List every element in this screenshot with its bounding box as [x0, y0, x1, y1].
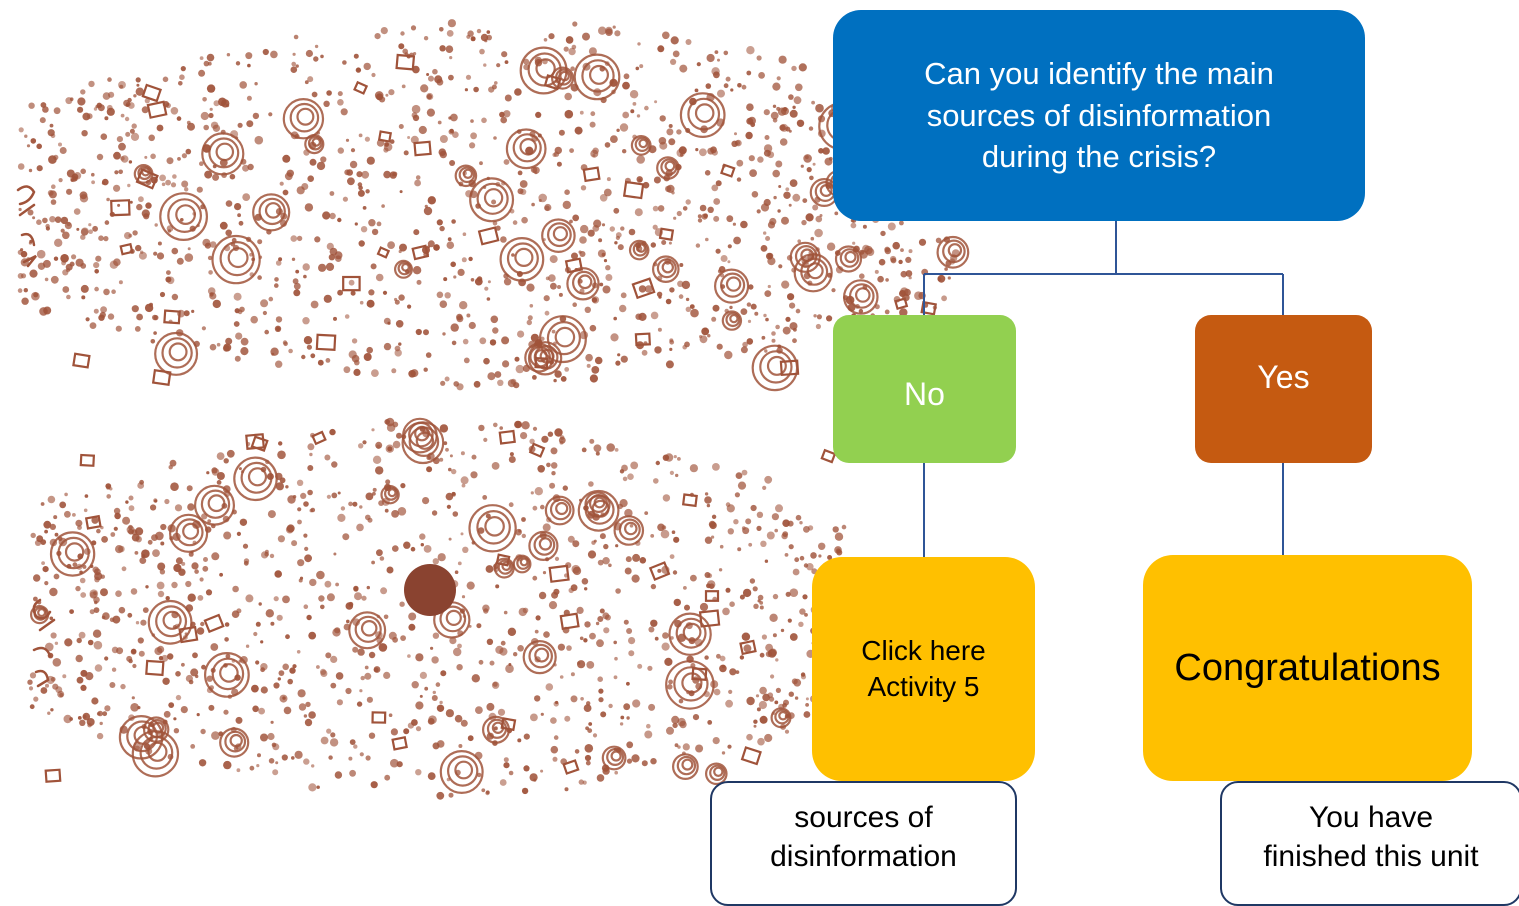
activity-5-link[interactable]: Click here Activity 5 [812, 557, 1035, 781]
unit-finished-label: You have finished this unit [1220, 781, 1519, 906]
answer-yes-box[interactable]: Yes [1195, 315, 1372, 463]
congratulations-box: Congratulations [1143, 555, 1472, 781]
sources-of-disinformation-label: sources of disinformation [710, 781, 1017, 906]
drawing-upper-band [17, 19, 970, 392]
artist-signature [16, 185, 56, 688]
decision-question-box: Can you identify the main sources of dis… [833, 10, 1365, 221]
drawing-dark-center-blob [404, 564, 456, 616]
drawing-lower-band [27, 417, 857, 800]
answer-no-box[interactable]: No [833, 315, 1016, 463]
